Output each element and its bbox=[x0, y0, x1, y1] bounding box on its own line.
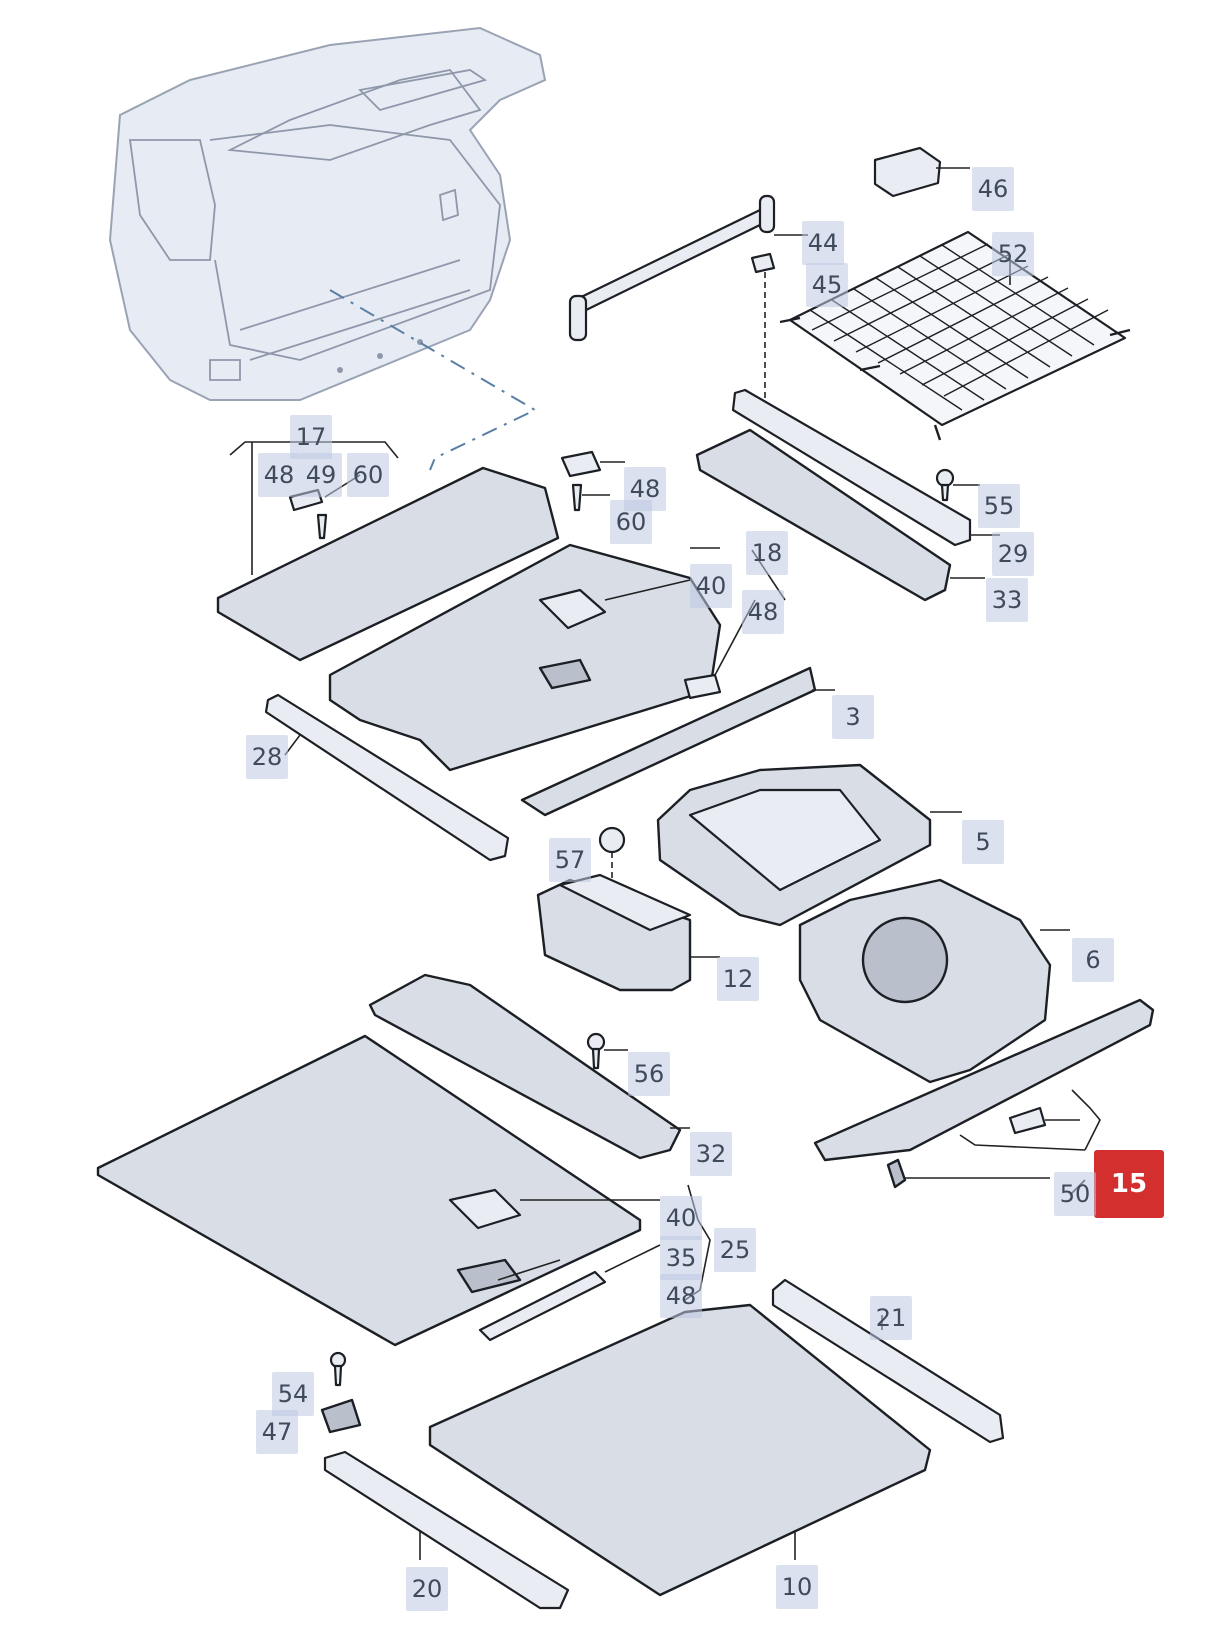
callout-56[interactable]: 56 bbox=[628, 1052, 670, 1096]
callout-21[interactable]: 21 bbox=[870, 1296, 912, 1340]
part-54-screw bbox=[329, 1351, 347, 1387]
callout-48-a[interactable]: 48 bbox=[258, 453, 300, 497]
vehicle-reference-line bbox=[329, 289, 538, 471]
part-52-cargo-net bbox=[779, 230, 1131, 441]
part-45-clip bbox=[750, 252, 776, 410]
callout-48-d[interactable]: 48 bbox=[660, 1274, 702, 1318]
callout-46[interactable]: 46 bbox=[972, 167, 1014, 211]
callout-57[interactable]: 57 bbox=[549, 838, 591, 882]
callout-40-b[interactable]: 40 bbox=[660, 1196, 702, 1240]
callout-18[interactable]: 18 bbox=[746, 531, 788, 575]
part-12-storage-box bbox=[536, 873, 720, 992]
callout-55[interactable]: 55 bbox=[978, 484, 1020, 528]
callout-25[interactable]: 25 bbox=[714, 1228, 756, 1272]
part-40-load-floor bbox=[96, 1034, 660, 1347]
part-55-screw bbox=[935, 468, 980, 502]
callout-5[interactable]: 5 bbox=[962, 820, 1004, 864]
part-56-screw bbox=[586, 1032, 628, 1070]
callout-45[interactable]: 45 bbox=[806, 263, 848, 307]
callout-20[interactable]: 20 bbox=[406, 1567, 448, 1611]
part-3-trim bbox=[520, 666, 835, 817]
callout-35[interactable]: 35 bbox=[660, 1236, 702, 1280]
callout-6[interactable]: 6 bbox=[1072, 938, 1114, 982]
part-47-mount bbox=[320, 1398, 362, 1434]
callout-44[interactable]: 44 bbox=[802, 221, 844, 265]
callout-33[interactable]: 33 bbox=[986, 578, 1028, 622]
part-46-pouch bbox=[873, 146, 970, 198]
callout-48-c[interactable]: 48 bbox=[742, 590, 784, 634]
part-33-rail bbox=[695, 428, 985, 602]
callout-10[interactable]: 10 bbox=[776, 1565, 818, 1609]
callout-28[interactable]: 28 bbox=[246, 735, 288, 779]
callout-32[interactable]: 32 bbox=[690, 1132, 732, 1176]
callout-50[interactable]: 50 bbox=[1054, 1172, 1096, 1216]
part-57-fastener bbox=[598, 826, 626, 910]
callout-54[interactable]: 54 bbox=[272, 1372, 314, 1416]
part-6-wheel-well bbox=[798, 878, 1070, 1084]
part-15-sill-trim bbox=[813, 998, 1155, 1162]
part-35-strap bbox=[478, 1244, 661, 1342]
part-44-load-bar bbox=[568, 194, 808, 342]
part-5-tray bbox=[656, 763, 962, 927]
callout-15-active[interactable]: 15 bbox=[1094, 1150, 1164, 1218]
callout-52[interactable]: 52 bbox=[992, 232, 1034, 276]
part-18-storage-floor bbox=[328, 543, 786, 772]
callout-47[interactable]: 47 bbox=[256, 1410, 298, 1454]
vehicle-rear-cutaway-icon bbox=[108, 26, 547, 401]
part-32-rail bbox=[368, 973, 690, 1160]
callout-3[interactable]: 3 bbox=[832, 695, 874, 739]
callout-12[interactable]: 12 bbox=[717, 957, 759, 1001]
part-20-bar bbox=[323, 1450, 570, 1610]
callout-49[interactable]: 49 bbox=[300, 453, 342, 497]
callout-29[interactable]: 29 bbox=[992, 532, 1034, 576]
callout-60-a[interactable]: 60 bbox=[347, 453, 389, 497]
callout-40-a[interactable]: 40 bbox=[690, 564, 732, 608]
callout-60-b[interactable]: 60 bbox=[610, 500, 652, 544]
callout-17[interactable]: 17 bbox=[290, 415, 332, 459]
part-48-hinge bbox=[560, 450, 625, 512]
